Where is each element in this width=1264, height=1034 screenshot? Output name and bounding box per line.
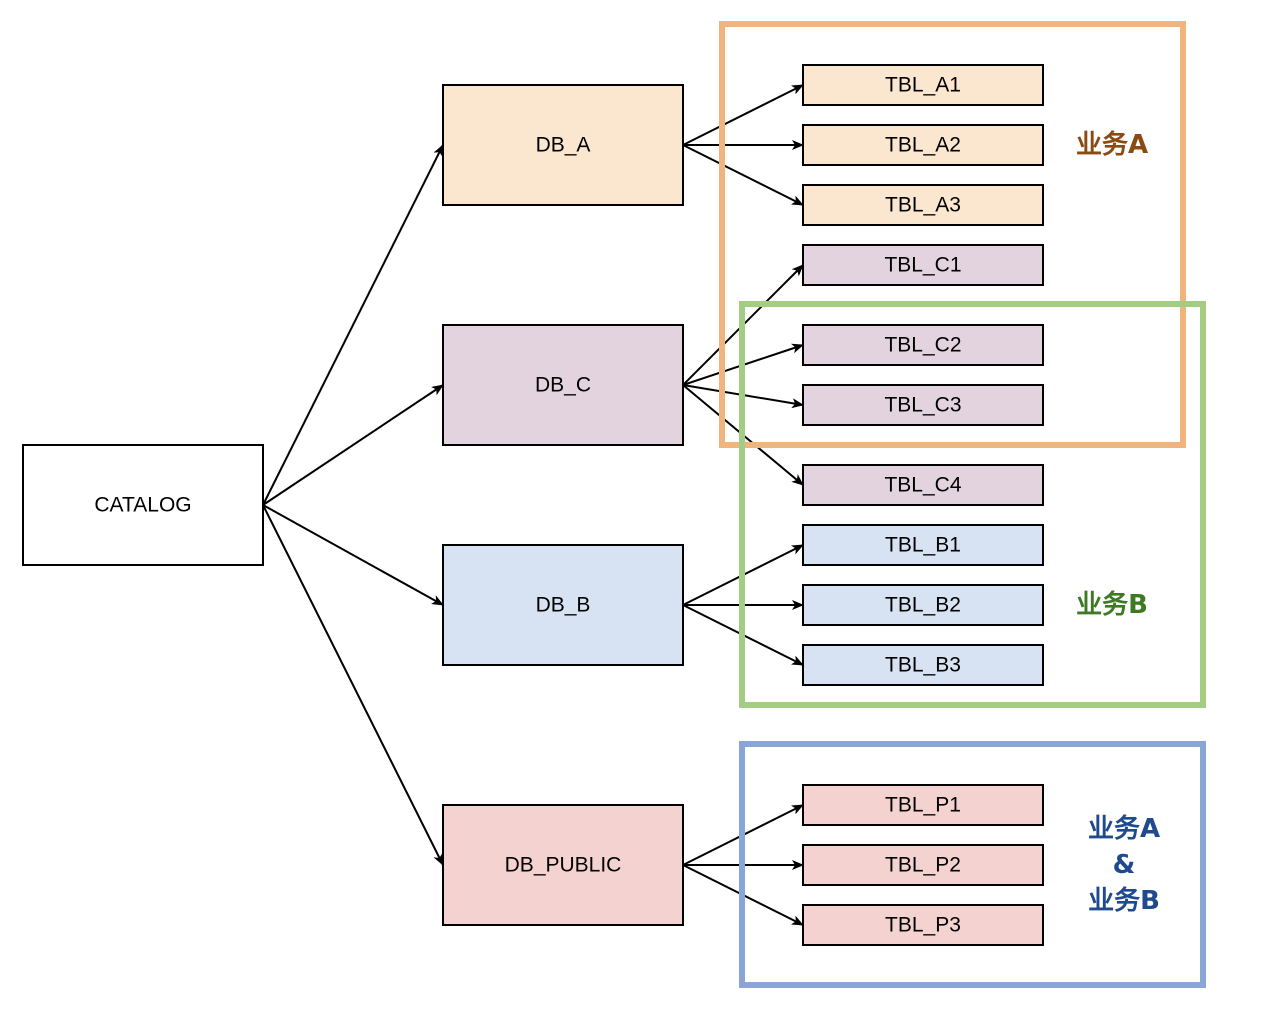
edge-catalog-to-db_a bbox=[262, 144, 444, 506]
node-db-public-label: DB_PUBLIC bbox=[505, 854, 622, 877]
node-db-public[interactable]: DB_PUBLIC bbox=[442, 804, 684, 926]
node-tbl-b3-label: TBL_B3 bbox=[885, 654, 961, 677]
node-catalog-label: CATALOG bbox=[94, 494, 191, 517]
node-tbl-p1[interactable]: TBL_P1 bbox=[802, 784, 1044, 826]
node-tbl-b3[interactable]: TBL_B3 bbox=[802, 644, 1044, 686]
node-tbl-c3-label: TBL_C3 bbox=[884, 394, 961, 417]
node-tbl-b2[interactable]: TBL_B2 bbox=[802, 584, 1044, 626]
node-tbl-p3[interactable]: TBL_P3 bbox=[802, 904, 1044, 946]
edge-db_a-to-tbl_a1 bbox=[682, 84, 804, 146]
group-shared-box bbox=[739, 741, 1206, 988]
group-shared-label-line1: 业务A bbox=[1088, 814, 1160, 844]
node-tbl-c4[interactable]: TBL_C4 bbox=[802, 464, 1044, 506]
node-tbl-a3[interactable]: TBL_A3 bbox=[802, 184, 1044, 226]
node-db-c[interactable]: DB_C bbox=[442, 324, 684, 446]
node-tbl-c1[interactable]: TBL_C1 bbox=[802, 244, 1044, 286]
node-tbl-p3-label: TBL_P3 bbox=[885, 914, 961, 937]
node-tbl-a2-label: TBL_A2 bbox=[885, 134, 961, 157]
group-business-a-box bbox=[719, 21, 1186, 448]
node-db-a[interactable]: DB_A bbox=[442, 84, 684, 206]
group-shared-label-line3: 业务B bbox=[1088, 886, 1160, 916]
edge-catalog-to-db_b bbox=[262, 504, 444, 606]
edge-catalog-to-db_public bbox=[262, 504, 444, 866]
node-tbl-c4-label: TBL_C4 bbox=[884, 474, 961, 497]
node-tbl-c1-label: TBL_C1 bbox=[884, 254, 961, 277]
node-tbl-c3[interactable]: TBL_C3 bbox=[802, 384, 1044, 426]
node-tbl-b2-label: TBL_B2 bbox=[885, 594, 961, 617]
node-db-b-label: DB_B bbox=[536, 594, 591, 617]
node-tbl-a1[interactable]: TBL_A1 bbox=[802, 64, 1044, 106]
edge-catalog-to-db_c bbox=[262, 384, 444, 506]
node-tbl-a2[interactable]: TBL_A2 bbox=[802, 124, 1044, 166]
node-catalog[interactable]: CATALOG bbox=[22, 444, 264, 566]
edge-db_a-to-tbl_a3 bbox=[682, 144, 804, 206]
node-tbl-c2[interactable]: TBL_C2 bbox=[802, 324, 1044, 366]
group-business-b-box bbox=[739, 301, 1206, 708]
node-tbl-p2-label: TBL_P2 bbox=[885, 854, 961, 877]
group-shared-label-line2: & bbox=[1113, 850, 1136, 880]
node-tbl-p2[interactable]: TBL_P2 bbox=[802, 844, 1044, 886]
node-tbl-a3-label: TBL_A3 bbox=[885, 194, 961, 217]
node-db-a-label: DB_A bbox=[536, 134, 591, 157]
node-tbl-b1-label: TBL_B1 bbox=[885, 534, 961, 557]
node-tbl-b1[interactable]: TBL_B1 bbox=[802, 524, 1044, 566]
group-business-b-label: 业务B bbox=[1076, 590, 1148, 620]
node-tbl-c2-label: TBL_C2 bbox=[884, 334, 961, 357]
node-db-c-label: DB_C bbox=[535, 374, 591, 397]
node-tbl-a1-label: TBL_A1 bbox=[885, 74, 961, 97]
node-tbl-p1-label: TBL_P1 bbox=[885, 794, 961, 817]
group-business-a-label: 业务A bbox=[1076, 130, 1148, 160]
node-db-b[interactable]: DB_B bbox=[442, 544, 684, 666]
